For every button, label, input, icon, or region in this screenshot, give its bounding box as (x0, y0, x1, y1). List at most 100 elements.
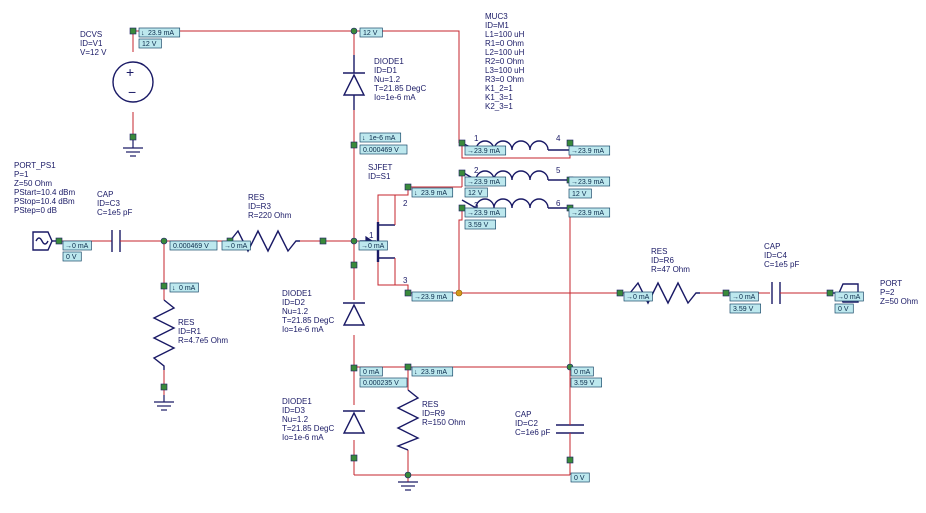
resistor-r3[interactable] (229, 229, 300, 253)
annotation-value: 0 mA (368, 243, 385, 250)
label-sjfet-line: ID=S1 (368, 172, 391, 181)
pin (458, 169, 466, 177)
annotation-muc-pin1-current: →23.9 mA (464, 145, 507, 156)
diode-d2[interactable] (342, 302, 366, 326)
port-ps1[interactable] (32, 231, 59, 251)
resistor-r9[interactable] (396, 389, 420, 451)
capacitor-c3[interactable] (111, 230, 130, 252)
annotation-r3-current: →0 mA (221, 240, 251, 251)
label-port-p2-line: PORT (880, 279, 902, 288)
wire-source (377, 258, 459, 294)
annotation-value: 12 V (142, 41, 157, 48)
annotation-r6-current: →0 mA (623, 291, 653, 302)
label-res-r3-line: ID=R3 (248, 202, 271, 211)
annotation-c2-bottom-voltage: 0 V (570, 472, 590, 483)
annotation-port1-current: →0 mA (62, 240, 92, 251)
right-arrow-icon: → (65, 243, 72, 250)
annotation-box (138, 38, 162, 49)
label-muc3-line: R2=0 Ohm (485, 57, 524, 66)
label-port-ps1-line: PStart=10.4 dBm (14, 188, 75, 197)
annotation-value: 0 V (574, 475, 585, 482)
label-res-r3-line: R=220 Ohm (248, 211, 292, 220)
dcvs-v1[interactable]: + − (112, 61, 154, 103)
annotation-box (358, 240, 388, 251)
annotation-value: 12 V (468, 190, 483, 197)
muc-pin-number: 1 (474, 134, 479, 143)
label-res-r1-line: ID=R1 (178, 327, 201, 336)
annotation-muc-pin2-current: →23.9 mA (464, 176, 507, 187)
annotation-box (359, 144, 408, 155)
node (455, 289, 463, 297)
annotation-box (623, 291, 653, 302)
annotation-c2-current: 0 mA (570, 366, 594, 377)
annotation-value: 23.9 mA (474, 148, 500, 155)
label-cap-c3-line: C=1e5 pF (97, 208, 132, 217)
down-arrow-icon: ↓ (141, 30, 145, 37)
label-muc3-line: L2=100 uH (485, 48, 525, 57)
diode-d1[interactable] (342, 55, 366, 110)
annotation-muc-pin3-voltage: 3.59 V (464, 219, 496, 230)
annotation-value: 3.59 V (574, 380, 595, 387)
down-arrow-icon: ↓ (172, 285, 176, 292)
annotation-box (464, 176, 507, 187)
annotation-box (834, 291, 864, 302)
right-arrow-icon: → (626, 294, 633, 301)
annotation-value: 0.000235 V (363, 380, 399, 387)
annotation-box (411, 366, 454, 377)
annotation-r1-current: ↓0 mA (169, 282, 199, 293)
annotation-d1-current: ↓1e-6 mA (359, 132, 402, 143)
annotation-box (411, 187, 454, 198)
annotation-value: 23.9 mA (148, 30, 174, 37)
annotation-box (568, 145, 611, 156)
capacitor-c2[interactable] (556, 405, 584, 445)
label-cap-c2-line: CAP (515, 410, 531, 419)
pin (404, 363, 412, 371)
annotation-value: 0 mA (72, 243, 89, 250)
annotation-box (568, 207, 611, 218)
label-cap-c2-line: C=1e6 pF (515, 428, 550, 437)
label-cap-c2-line: ID=C2 (515, 419, 538, 428)
right-arrow-icon: → (467, 148, 474, 155)
label-port-ps1-line: PStop=10.4 dBm (14, 197, 75, 206)
label-diode-d2-line: Io=1e-6 mA (282, 325, 324, 334)
label-diode-d2-line: Nu=1.2 (282, 307, 309, 316)
label-muc3-line: L3=100 uH (485, 66, 525, 75)
label-diode-d2-line: T=21.85 DegC (282, 316, 334, 325)
diode-d3[interactable] (342, 410, 366, 434)
pin (566, 456, 574, 464)
right-arrow-icon: → (571, 179, 578, 186)
annotation-v1-current: ↓23.9 mA (138, 27, 181, 38)
label-muc3-line: K2_3=1 (485, 102, 513, 111)
annotation-box (169, 240, 218, 251)
jfet-pin-number: 2 (403, 199, 408, 208)
annotation-value: 23.9 mA (474, 179, 500, 186)
annotation-value: 12 V (363, 30, 378, 37)
annotation-value: 3.59 V (733, 306, 754, 313)
muc-pin-number: 5 (556, 166, 561, 175)
annotation-v1-voltage: 12 V (138, 38, 162, 49)
annotation-box (729, 291, 759, 302)
annotation-value: 0 mA (739, 294, 756, 301)
label-diode-d1-line: DIODE1 (374, 57, 404, 66)
resistor-r1[interactable] (152, 299, 176, 370)
label-cap-c3-line: ID=C3 (97, 199, 120, 208)
node (350, 27, 358, 35)
annotation-value: 0.000469 V (363, 147, 399, 154)
annotation-drain-current: ↓23.9 mA (411, 187, 454, 198)
capacitor-c4[interactable] (771, 282, 790, 304)
label-diode-d1-line: T=21.85 DegC (374, 84, 426, 93)
right-arrow-icon: → (414, 294, 421, 301)
annotation-d3-current: 0 mA (359, 366, 383, 377)
annotation-box (464, 145, 507, 156)
right-arrow-icon: → (467, 210, 474, 217)
annotation-value: 0 mA (633, 294, 650, 301)
label-diode-d2-line: DIODE1 (282, 289, 312, 298)
down-arrow-icon: ↓ (362, 135, 366, 142)
annotation-value: 0 mA (574, 369, 591, 376)
resistor-r6[interactable] (629, 281, 700, 305)
label-sjfet-line: SJFET (368, 163, 393, 172)
muc-pin-number: 3 (474, 201, 479, 210)
right-arrow-icon: → (224, 243, 231, 250)
